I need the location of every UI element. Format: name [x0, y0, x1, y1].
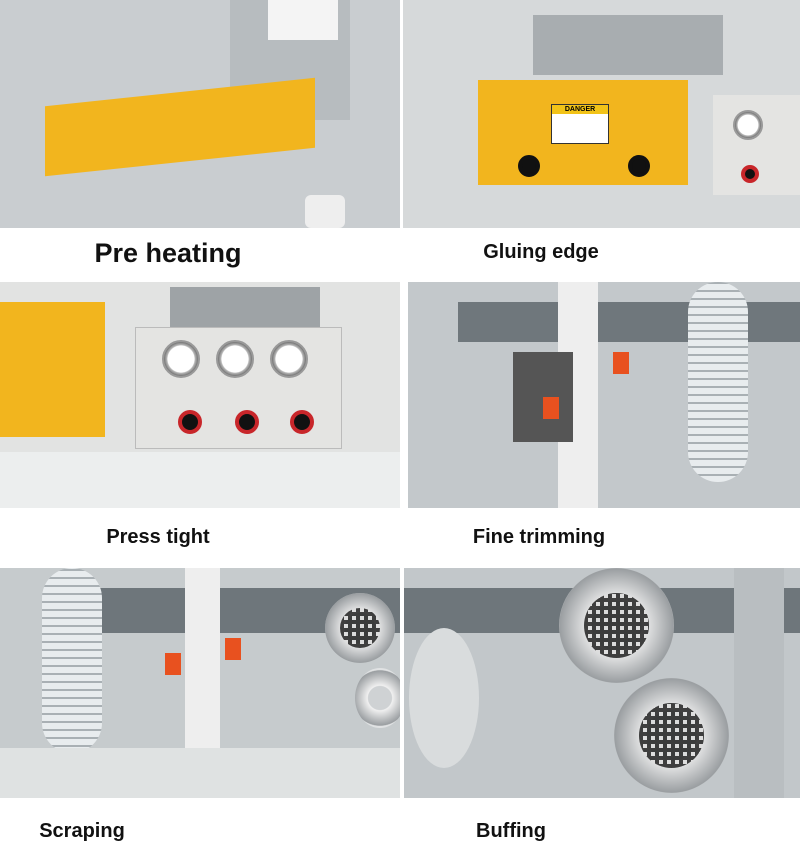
caption-buffing: Buffing: [476, 820, 546, 842]
knob: [178, 410, 202, 434]
motor: [355, 668, 400, 728]
photo-scraping: [0, 568, 400, 798]
vacuum-hose: [688, 282, 748, 482]
orange-clamp: [165, 653, 181, 675]
caption-pre-heating: Pre heating: [94, 238, 242, 268]
scraper-column: [185, 568, 220, 773]
glue-unit-top: [533, 15, 723, 75]
pressure-gauge: [270, 340, 308, 378]
photo-gluing-edge: DANGER: [403, 0, 800, 228]
knob: [235, 410, 259, 434]
orange-clamp: [613, 352, 629, 374]
vacuum-hose: [42, 568, 102, 753]
orange-clamp: [225, 638, 241, 660]
pressure-gauge: [162, 340, 200, 378]
table-surface: [0, 748, 400, 798]
buffing-wheel: [409, 628, 479, 768]
knob: [628, 155, 650, 177]
table-surface: [0, 452, 400, 508]
caption-fine-trimming: Fine trimming: [472, 526, 606, 548]
caption-scraping: Scraping: [39, 820, 125, 842]
rollers: [170, 287, 320, 327]
photo-fine-trimming: [408, 282, 800, 508]
knob: [518, 155, 540, 177]
caption-gluing-edge: Gluing edge: [483, 241, 599, 263]
caption-press-tight: Press tight: [106, 526, 210, 548]
yellow-heater: [45, 77, 315, 177]
pressure-gauge: [733, 110, 763, 140]
rollers: [458, 302, 800, 342]
photo-press-tight: [0, 282, 400, 508]
pressure-gauge: [216, 340, 254, 378]
photo-pre-heating: [0, 0, 400, 228]
knob: [290, 410, 314, 434]
danger-label: DANGER: [551, 104, 609, 144]
motor-grille: [340, 608, 380, 648]
orange-clamp: [543, 397, 559, 419]
motor-grille: [584, 593, 649, 658]
yellow-box: [0, 302, 105, 437]
machine-post: [734, 568, 784, 798]
motor-grille: [639, 703, 704, 768]
warning-sign: [268, 0, 338, 40]
knob: [741, 165, 759, 183]
roller: [305, 195, 345, 228]
photo-buffing: [404, 568, 800, 798]
